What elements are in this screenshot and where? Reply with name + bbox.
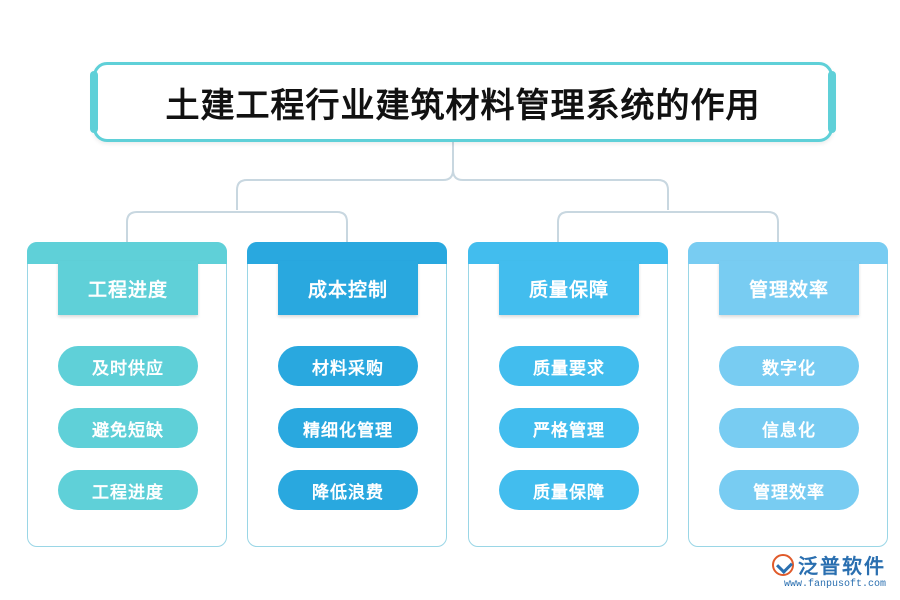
title-accent-left [90, 71, 98, 133]
logo-mark-icon [772, 553, 794, 576]
category-item: 质量保障 [499, 470, 639, 510]
category-card-quality: 质量保障 质量要求 严格管理 质量保障 [468, 242, 668, 547]
page-title: 土建工程行业建筑材料管理系统的作用 [165, 85, 761, 126]
category-item: 质量要求 [499, 346, 639, 386]
brand-logo: 泛普软件 www.fanpusoft.com [772, 550, 886, 590]
category-header: 成本控制 [278, 261, 418, 315]
category-card-cost: 成本控制 材料采购 精细化管理 降低浪费 [247, 242, 447, 547]
category-item: 精细化管理 [278, 408, 418, 448]
category-item: 材料采购 [278, 346, 418, 386]
card-topbar [688, 242, 888, 264]
card-topbar [247, 242, 447, 264]
logo-url: www.fanpusoft.com [783, 579, 886, 590]
category-header: 工程进度 [58, 261, 198, 315]
category-header: 管理效率 [719, 261, 859, 315]
category-card-schedule: 工程进度 及时供应 避免短缺 工程进度 [27, 242, 227, 547]
logo-name: 泛普软件 [798, 554, 886, 578]
category-item: 信息化 [719, 408, 859, 448]
category-header: 质量保障 [499, 261, 639, 315]
category-item: 管理效率 [719, 470, 859, 510]
title-accent-right [828, 71, 836, 133]
card-topbar [468, 242, 668, 264]
category-item: 避免短缺 [58, 408, 198, 448]
category-card-efficiency: 管理效率 数字化 信息化 管理效率 [688, 242, 888, 547]
category-item: 工程进度 [58, 470, 198, 510]
card-topbar [27, 242, 227, 264]
category-item: 严格管理 [499, 408, 639, 448]
category-item: 及时供应 [58, 346, 198, 386]
category-item: 降低浪费 [278, 470, 418, 510]
category-item: 数字化 [719, 346, 859, 386]
title-box: 土建工程行业建筑材料管理系统的作用 [90, 62, 836, 142]
